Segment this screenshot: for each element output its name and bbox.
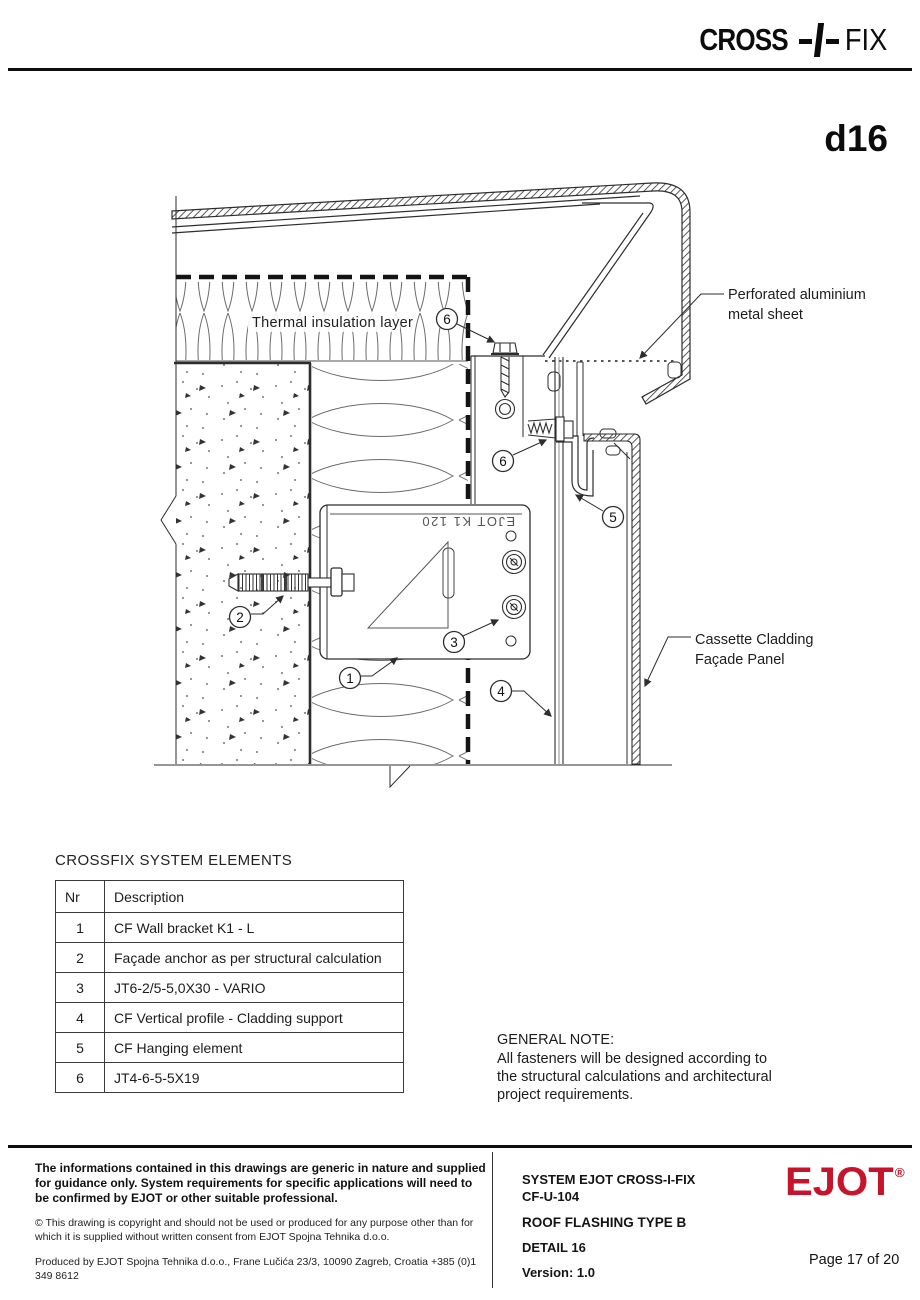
general-note-title: GENERAL NOTE: xyxy=(497,1032,615,1048)
label-perforated-2: metal sheet xyxy=(728,307,803,323)
callout-4: 4 xyxy=(489,679,552,717)
cassette-panel xyxy=(583,428,641,765)
footer-produced: Produced by EJOT Spojna Tehnika d.o.o., … xyxy=(35,1256,477,1282)
facade-anchor xyxy=(228,567,355,597)
crossfix-logo-fix: FIX xyxy=(844,22,888,57)
elements-table-title: CROSSFIX SYSTEM ELEMENTS xyxy=(55,852,293,869)
vario-screw-bottom xyxy=(501,594,527,620)
label-thermal-insulation: Thermal insulation layer xyxy=(252,315,413,331)
general-note-line: project requirements. xyxy=(497,1087,634,1103)
callout-3: 3 xyxy=(442,619,500,654)
label-cassette-2: Façade Panel xyxy=(695,652,784,668)
crossfix-logo-cross: CROSS xyxy=(698,22,788,57)
callout-5: 5 xyxy=(574,494,625,529)
section-cut-line xyxy=(154,764,672,789)
roof-flashing-sheet xyxy=(171,182,691,405)
table-header-row: Nr Description xyxy=(55,880,404,913)
crossfix-logo: CROSS FIX xyxy=(691,20,890,60)
hanging-element xyxy=(556,435,595,497)
concrete-wall xyxy=(160,196,312,764)
col-header-desc: Description xyxy=(104,880,404,913)
footer-version-line: Version: 1.0 xyxy=(522,1265,595,1280)
detail-code: d16 xyxy=(824,118,888,159)
svg-text:6: 6 xyxy=(499,454,507,469)
footer-copyright: © This drawing is copyright and should n… xyxy=(35,1217,474,1243)
header-rule xyxy=(8,68,912,71)
general-note-line: the structural calculations and architec… xyxy=(497,1069,772,1085)
footer-system-info: SYSTEM EJOT CROSS-I-FIX CF-U-104 ROOF FL… xyxy=(522,1172,695,1280)
svg-text:3: 3 xyxy=(450,635,458,650)
svg-text:2: 2 xyxy=(236,610,244,625)
jt4-screw-vertical xyxy=(491,342,519,420)
svg-text:6: 6 xyxy=(443,312,451,327)
footer-disclaimer: The informations contained in this drawi… xyxy=(35,1161,486,1205)
callout-6-mid: 6 xyxy=(491,439,548,473)
bracket-marking-text: EJOT K1 120 xyxy=(421,514,515,529)
registered-mark-icon: ® xyxy=(894,1165,905,1180)
footer-system-line1: SYSTEM EJOT CROSS-I-FIX xyxy=(522,1172,696,1187)
crossfix-logo-dash-right-icon xyxy=(825,38,839,44)
general-note-line: All fasteners will be designed according… xyxy=(497,1051,768,1067)
svg-text:1: 1 xyxy=(346,671,354,686)
callout-2: 2 xyxy=(228,595,284,629)
vario-screw-top xyxy=(501,549,527,575)
footer-detail-line: DETAIL 16 xyxy=(522,1240,586,1255)
col-header-nr: Nr xyxy=(55,880,105,913)
callout-6-top: 6 xyxy=(435,307,496,343)
page-indicator: Page 17 of 20 xyxy=(809,1252,900,1268)
footer-type-line: ROOF FLASHING TYPE B xyxy=(522,1215,687,1230)
svg-text:5: 5 xyxy=(609,510,617,525)
annotations: Thermal insulation layer Perforated alum… xyxy=(248,287,866,688)
bottom-break-icon xyxy=(389,765,411,789)
footer-legal: The informations contained in this drawi… xyxy=(35,1161,487,1295)
callout-1: 1 xyxy=(338,657,398,690)
ejot-logo: EJOT® xyxy=(785,1160,905,1204)
general-note: GENERAL NOTE: All fasteners will be desi… xyxy=(497,1031,772,1104)
crossfix-logo-dash-left-icon xyxy=(798,38,812,44)
footer-rule xyxy=(8,1145,912,1148)
label-perforated-1: Perforated aluminium xyxy=(728,287,866,303)
jt6-screw-horizontal xyxy=(527,416,574,442)
label-cassette-1: Cassette Cladding xyxy=(695,632,814,648)
svg-text:4: 4 xyxy=(497,684,505,699)
support-profiles xyxy=(470,356,584,504)
footer-divider xyxy=(492,1152,493,1288)
callouts: 6 6 5 2 xyxy=(228,307,625,717)
footer-system-line2: CF-U-104 xyxy=(522,1189,580,1204)
wall-break-icon xyxy=(160,495,177,545)
